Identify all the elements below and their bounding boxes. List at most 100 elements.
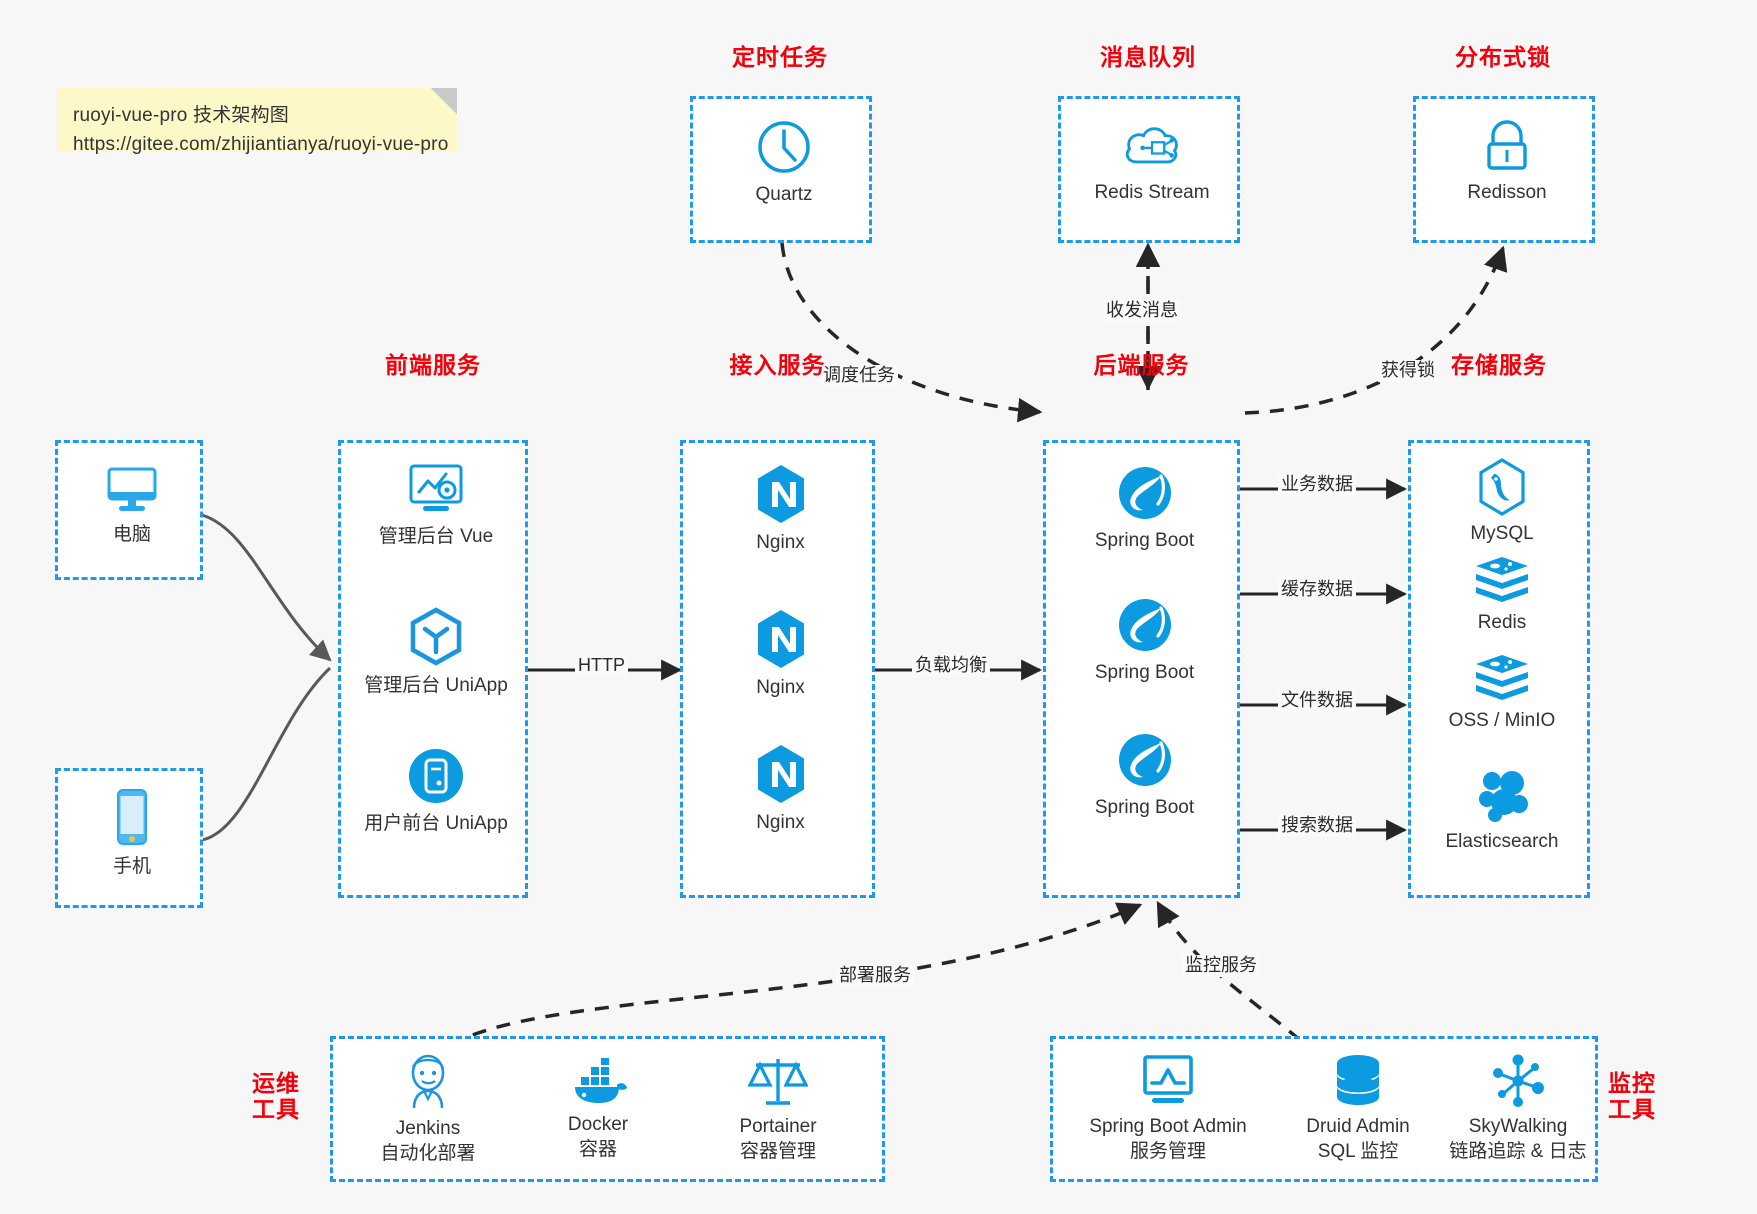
edge-acquire-lock — [1244, 245, 1508, 415]
node-springboot-2[interactable]: Spring Boot — [1046, 595, 1243, 686]
nginx-icon — [757, 465, 804, 523]
edge-label-schedule-task: 调度任务 — [820, 365, 898, 387]
note-title-line: ruoyi-vue-pro 技术架构图 — [73, 105, 290, 126]
node-elasticsearch[interactable]: Elasticsearch — [1411, 768, 1593, 855]
uniapp-cube-icon — [410, 607, 462, 666]
node-label-springboot-3: Spring Boot — [1094, 797, 1195, 818]
group-box-frontend: 管理后台 Vue 管理后台 UniApp 用户前台 UniApp — [338, 440, 528, 898]
database-icon — [1337, 1055, 1379, 1105]
group-box-lock: Redisson — [1413, 96, 1595, 243]
cloud-stream-icon — [1125, 127, 1178, 164]
node-skywalking[interactable]: SkyWalking 链路追踪 & 日志 — [1438, 1053, 1598, 1164]
group-label-monitor-line1: 监控 — [1608, 1070, 1656, 1096]
mobile-phone-icon — [117, 789, 147, 845]
group-label-gateway: 接入服务 — [729, 352, 826, 378]
node-sublabel-druid-admin: SQL 监控 — [1317, 1140, 1399, 1162]
node-user-uniapp[interactable]: 用户前台 UniApp — [341, 746, 531, 837]
node-oss-minio[interactable]: OSS / MinIO — [1411, 653, 1593, 734]
node-sublabel-portainer: 容器管理 — [739, 1140, 816, 1162]
edge-label-acquire-lock: 获得锁 — [1378, 360, 1438, 382]
note-fold-corner — [431, 88, 457, 114]
node-label-springboot-1: Spring Boot — [1094, 530, 1195, 551]
node-admin-vue[interactable]: 管理后台 Vue — [341, 461, 531, 550]
edge-label-http: HTTP — [575, 655, 628, 677]
desktop-computer-icon — [107, 467, 157, 511]
node-springboot-3[interactable]: Spring Boot — [1046, 730, 1243, 821]
node-label-portainer: Portainer — [739, 1116, 817, 1137]
group-box-storage: MySQL Redis OSS / MinIO — [1408, 440, 1590, 898]
node-portainer[interactable]: Portainer 容器管理 — [698, 1053, 858, 1164]
node-mysql[interactable]: MySQL — [1411, 458, 1593, 547]
node-label-jenkins: Jenkins — [395, 1118, 461, 1139]
spring-boot-icon — [1118, 599, 1171, 651]
elasticsearch-icon — [1479, 771, 1528, 822]
node-sublabel-skywalking: 链路追踪 & 日志 — [1449, 1140, 1587, 1162]
node-redis[interactable]: Redis — [1411, 555, 1593, 636]
node-sublabel-jenkins: 自动化部署 — [380, 1142, 476, 1164]
node-label-mysql: MySQL — [1470, 523, 1534, 544]
node-label-nginx-3: Nginx — [756, 812, 805, 833]
node-label-nginx-1: Nginx — [756, 532, 805, 553]
edge-deploy-service — [449, 902, 1143, 1047]
node-redisson[interactable]: Redisson — [1416, 117, 1598, 206]
clock-icon — [758, 121, 810, 173]
edge-phone-to-frontend — [201, 666, 332, 842]
node-quartz[interactable]: Quartz — [693, 117, 875, 208]
group-box-backend: Spring Boot Spring Boot Spring Boot — [1043, 440, 1240, 898]
node-jenkins[interactable]: Jenkins 自动化部署 — [353, 1053, 503, 1166]
node-nginx-3[interactable]: Nginx — [683, 743, 878, 836]
edge-computer-to-frontend — [201, 513, 332, 662]
group-box-devops: Jenkins 自动化部署 Docker 容器 — [330, 1036, 885, 1182]
node-label-redis: Redis — [1477, 612, 1527, 633]
node-label-docker: Docker — [567, 1114, 629, 1135]
group-label-storage: 存储服务 — [1451, 352, 1547, 378]
node-phone[interactable]: 手机 — [58, 787, 206, 880]
group-label-lock: 分布式锁 — [1455, 44, 1551, 70]
node-label-quartz: Quartz — [755, 184, 813, 205]
group-box-scheduler: Quartz — [690, 96, 872, 243]
node-label-oss-minio: OSS / MinIO — [1448, 710, 1556, 731]
node-label-redis-stream: Redis Stream — [1094, 182, 1210, 203]
group-box-phone: 手机 — [55, 768, 203, 908]
edge-label-load-balance: 负载均衡 — [912, 655, 990, 677]
node-docker[interactable]: Docker 容器 — [523, 1057, 673, 1162]
node-sublabel-docker: 容器 — [578, 1138, 617, 1160]
node-label-nginx-2: Nginx — [756, 677, 805, 698]
node-label-admin-vue: 管理后台 Vue — [378, 526, 494, 547]
group-label-devops-line2: 工具 — [252, 1096, 300, 1123]
redis-icon — [1476, 557, 1528, 602]
node-admin-uniapp[interactable]: 管理后台 UniApp — [341, 606, 531, 699]
node-computer[interactable]: 电脑 — [58, 461, 206, 548]
edge-schedule-task — [780, 242, 1043, 423]
jenkins-icon — [411, 1054, 445, 1109]
user-frontend-app-icon — [409, 749, 463, 803]
edge-label-monitor-service: 监控服务 — [1182, 955, 1260, 977]
group-label-monitor-line2: 工具 — [1608, 1096, 1656, 1123]
edge-label-send-receive-msg: 收发消息 — [1103, 300, 1181, 322]
mysql-icon — [1479, 458, 1525, 516]
group-box-mq: Redis Stream — [1058, 96, 1240, 243]
nginx-icon — [757, 745, 804, 803]
note-url-line: https://gitee.com/zhijiantianya/ruoyi-vu… — [73, 133, 449, 155]
node-druid-admin[interactable]: Druid Admin SQL 监控 — [1278, 1053, 1438, 1164]
node-nginx-1[interactable]: Nginx — [683, 463, 878, 556]
portainer-scale-icon — [748, 1059, 808, 1105]
node-redis-stream[interactable]: Redis Stream — [1061, 117, 1243, 206]
edge-label-deploy-service: 部署服务 — [836, 965, 914, 987]
node-spring-boot-admin[interactable]: Spring Boot Admin 服务管理 — [1063, 1053, 1273, 1164]
node-nginx-2[interactable]: Nginx — [683, 608, 878, 701]
docker-icon — [575, 1058, 627, 1103]
admin-dashboard-icon — [409, 464, 463, 511]
edge-label-search-data: 搜索数据 — [1278, 815, 1356, 837]
node-springboot-1[interactable]: Spring Boot — [1046, 463, 1243, 554]
group-box-monitor: Spring Boot Admin 服务管理 Druid Admin SQL 监… — [1050, 1036, 1598, 1182]
lock-icon — [1487, 120, 1527, 170]
group-label-devops: 运维 工具 — [252, 1070, 322, 1123]
node-label-user-uniapp: 用户前台 UniApp — [364, 813, 508, 834]
node-label-spring-boot-admin: Spring Boot Admin — [1089, 1116, 1247, 1137]
group-label-frontend: 前端服务 — [385, 352, 481, 378]
skywalking-topology-icon — [1493, 1054, 1544, 1107]
object-storage-icon — [1476, 655, 1528, 700]
spring-boot-icon — [1118, 734, 1171, 786]
